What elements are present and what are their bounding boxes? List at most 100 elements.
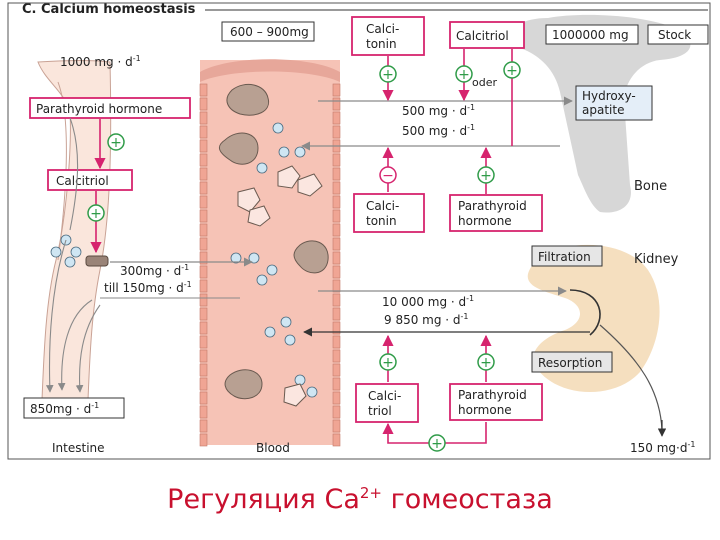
vessel-wall-cell: [332, 307, 341, 321]
bone-crystal-outlines: [237, 165, 323, 407]
hydroxyapatite-text-1: Hydroxy-: [582, 89, 636, 103]
sign-pth-mid: +: [477, 166, 495, 184]
vessel-wall-cell: [199, 265, 208, 279]
vessel-wall-cell: [199, 391, 208, 405]
filtered-amount: 10 000 mg · d-1: [382, 294, 474, 309]
vessel-wall-cell: [332, 377, 341, 391]
hydroxyapatite-text-2: apatite: [582, 103, 624, 117]
kidney-label: Kidney: [634, 252, 679, 267]
pth-bot-text-2: hormone: [458, 403, 512, 417]
vessel-wall-cell: [199, 419, 208, 433]
gray-intestine-loop-4: [45, 239, 67, 393]
vessel-wall-cell: [199, 321, 208, 335]
vessel-wall-cell: [199, 251, 208, 265]
blood-label: Blood: [256, 441, 290, 455]
calcium-ion: [294, 146, 306, 158]
sign-calcitonin-mid: −: [379, 166, 397, 184]
svg-text:−: −: [382, 168, 394, 184]
bone-in-amount: 500 mg · d-1: [402, 103, 475, 118]
vessel-wall-cells: [199, 83, 341, 447]
calcium-ion: [256, 162, 268, 174]
vessel-wall-cell: [199, 195, 208, 209]
vessel-wall-cell: [332, 405, 341, 419]
plasma-pool-box: [221, 21, 315, 42]
vessel-wall-cell: [199, 139, 208, 153]
svg-text:+: +: [382, 355, 394, 371]
vessel-wall-cell: [332, 293, 341, 307]
calcium-ion: [70, 246, 82, 258]
vessel-wall-cell: [199, 111, 208, 125]
ureter: [599, 324, 663, 431]
vessel-wall-cell: [332, 209, 341, 223]
intake-amount: 1000 mg · d-1: [60, 54, 141, 69]
stock-amount-box: [545, 24, 639, 45]
vessel-wall-cell: [199, 167, 208, 181]
vessel-wall-cell: [199, 153, 208, 167]
svg-text:+: +: [382, 67, 394, 83]
vessel-wall-cell: [199, 83, 208, 97]
feces-box: [23, 397, 125, 419]
calcium-ion: [64, 256, 76, 268]
calcitonin-mid-text-2: tonin: [366, 214, 397, 228]
pth-mid-text-2: hormone: [458, 214, 512, 228]
calcium-ion: [272, 122, 284, 134]
vessel-wall-cell: [332, 419, 341, 433]
vessel-wall-cell: [332, 195, 341, 209]
reabsorbed-amount: 9 850 mg · d-1: [384, 312, 469, 327]
gray-intestine-loop-2: [57, 299, 93, 391]
vessel-wall-cell: [332, 251, 341, 265]
calcitriol-bot-text-1: Calci-: [368, 389, 401, 403]
calcitriol-left-text: Calcitriol: [56, 174, 109, 188]
vessel-wall-cell: [332, 83, 341, 97]
sign-top-calcitonin: +: [379, 65, 397, 83]
bone-label: Bone: [634, 179, 667, 194]
vessel-wall-cell: [199, 433, 208, 447]
vessel-wall-cell: [199, 237, 208, 251]
vessel-wall-cell: [199, 209, 208, 223]
vessel-wall-cell: [199, 377, 208, 391]
vessel-wall-cell: [332, 265, 341, 279]
calcitonin-top-box: [351, 16, 425, 56]
svg-text:+: +: [480, 168, 492, 184]
svg-text:+: +: [458, 67, 470, 83]
calcium-ion: [306, 386, 318, 398]
stock-label-text: Stock: [658, 28, 691, 42]
calcium-ion: [284, 334, 296, 346]
urine-amount: 150 mg·d-1: [630, 440, 695, 455]
pth-left-box: [29, 97, 191, 119]
calcitriol-top-box: [449, 21, 525, 49]
vessel-wall-cell: [199, 335, 208, 349]
calcitonin-mid-text-1: Calci-: [366, 199, 399, 213]
calcium-ion: [256, 274, 268, 286]
sign-top-calcitriol: +: [455, 65, 473, 83]
vessel-wall-cell: [332, 363, 341, 377]
plasma-pool-text: 600 – 900mg: [230, 25, 309, 39]
pth-left-text: Parathyroid hormone: [36, 102, 162, 116]
stock-amount-text: 1000000 mg: [552, 28, 629, 42]
vessel-wall-cell: [332, 153, 341, 167]
vessel-wall-cell: [199, 349, 208, 363]
vessel-wall-cell: [199, 293, 208, 307]
pth-mid-text-1: Parathyroid: [458, 199, 527, 213]
calcium-ion: [50, 246, 62, 258]
filtration-box: [531, 245, 603, 267]
crystal-blobs: [218, 83, 329, 400]
bone-out-amount: 500 mg · d-1: [402, 123, 475, 138]
sign-calcitriol-left: +: [87, 204, 105, 222]
oder-text: oder: [472, 76, 497, 89]
vessel-wall-cell: [332, 321, 341, 335]
vessel-wall-cell: [199, 181, 208, 195]
calcium-ion: [278, 146, 290, 158]
sign-calcitriol-bot: +: [379, 353, 397, 371]
feces-amount: 850mg · d-1: [30, 401, 99, 416]
stock-label-box: [647, 24, 709, 45]
vessel-wall-cell: [199, 405, 208, 419]
vessel-wall-cell: [332, 125, 341, 139]
svg-text:+: +: [506, 63, 518, 79]
pth-bot-box: [449, 383, 543, 421]
vessel-wall-cell: [332, 111, 341, 125]
vessel-wall-cell: [332, 237, 341, 251]
calcitriol-bot-text-2: triol: [368, 404, 392, 418]
calcium-ion: [230, 252, 242, 264]
vessel-wall-cell: [332, 167, 341, 181]
